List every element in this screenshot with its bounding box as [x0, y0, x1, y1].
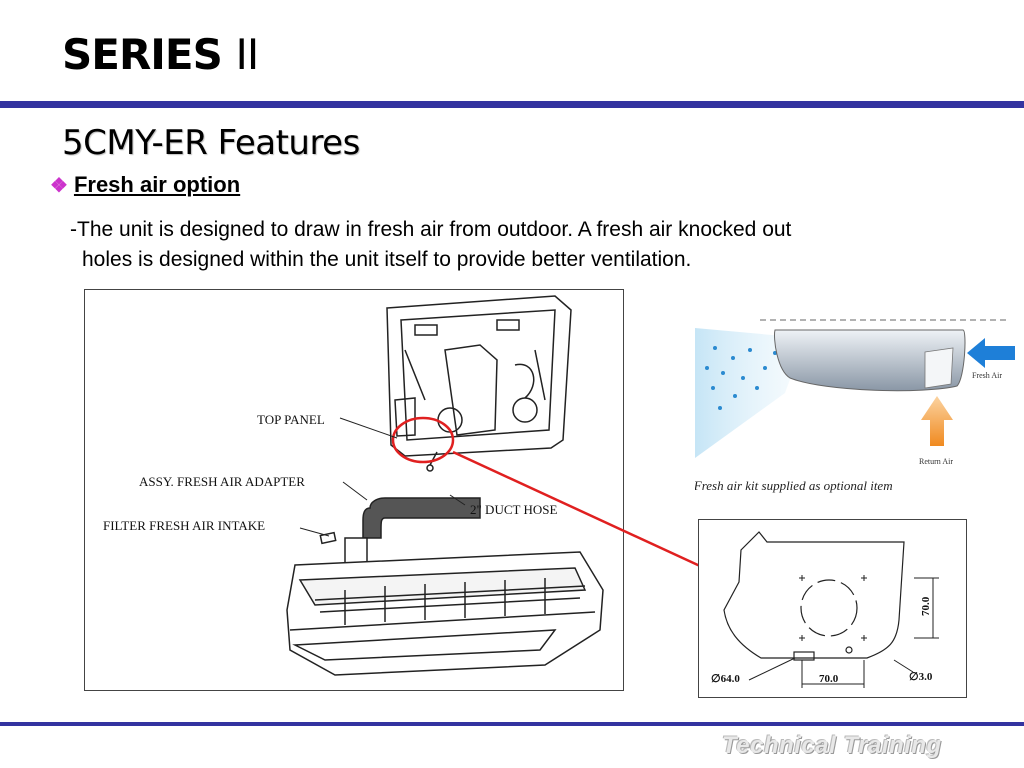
dim-diameter-large-label: ∅64.0: [711, 673, 740, 685]
dimension-drawing: 70.0 70.0 ∅64.0 ∅3.0: [711, 531, 939, 688]
label-filter-intake: FILTER FRESH AIR INTAKE: [103, 518, 265, 533]
dimension-drawing-frame: 70.0 70.0 ∅64.0 ∅3.0: [698, 519, 967, 698]
duct-hose-drawing: [319, 497, 481, 564]
label-fresh-air-adapter: ASSY. FRESH AIR ADAPTER: [139, 474, 305, 489]
slide-title-sub: II: [235, 30, 259, 79]
red-connector-line: [452, 450, 701, 568]
highlight-circle: [391, 416, 455, 464]
slide-title-main: SERIES: [62, 30, 223, 79]
exploded-diagram-frame: TOP PANEL ASSY. FRESH AIR ADAPTER FILTER…: [84, 289, 624, 691]
body-paragraph: -The unit is designed to draw in fresh a…: [70, 215, 970, 275]
fresh-air-arrow-icon: [967, 338, 1015, 368]
bullet-label: Fresh air option: [73, 172, 241, 197]
footer-brand: Technical Training: [722, 732, 942, 759]
slide-title: SERIES II: [62, 30, 259, 79]
dim-width-label: 70.0: [819, 673, 839, 685]
mist-cone: [695, 328, 805, 458]
slide-subtitle: 5CMY-ER Features: [62, 123, 360, 163]
body-line-1: -The unit is designed to draw in fresh a…: [70, 218, 792, 241]
ac-unit-icon: [774, 329, 966, 392]
bottom-divider: [0, 722, 1024, 726]
label-fresh-air: Fresh Air: [972, 371, 1002, 380]
label-duct-hose: 2" DUCT HOSE: [470, 502, 557, 517]
diamond-bullet-icon: ❖: [50, 174, 68, 197]
return-air-arrow-icon: [921, 396, 953, 446]
top-divider: [0, 101, 1024, 108]
airflow-illustration: Fresh Air Return Air * Fresh air kit sup…: [684, 318, 1015, 498]
exploded-diagram: TOP PANEL ASSY. FRESH AIR ADAPTER FILTER…: [103, 295, 604, 676]
label-return-air: Return Air: [919, 457, 953, 466]
dim-height-label: 70.0: [920, 596, 932, 616]
body-line-2: holes is designed within the unit itself…: [82, 248, 692, 271]
label-top-panel: TOP PANEL: [257, 412, 325, 427]
base-unit-drawing: [286, 551, 604, 676]
optional-kit-note: * Fresh air kit supplied as optional ite…: [695, 478, 893, 493]
dim-diameter-small-label: ∅3.0: [909, 671, 933, 683]
airflow-drawing: Fresh Air Return Air * Fresh air kit sup…: [684, 319, 1015, 493]
bullet-heading: ❖ Fresh air option: [50, 172, 240, 198]
